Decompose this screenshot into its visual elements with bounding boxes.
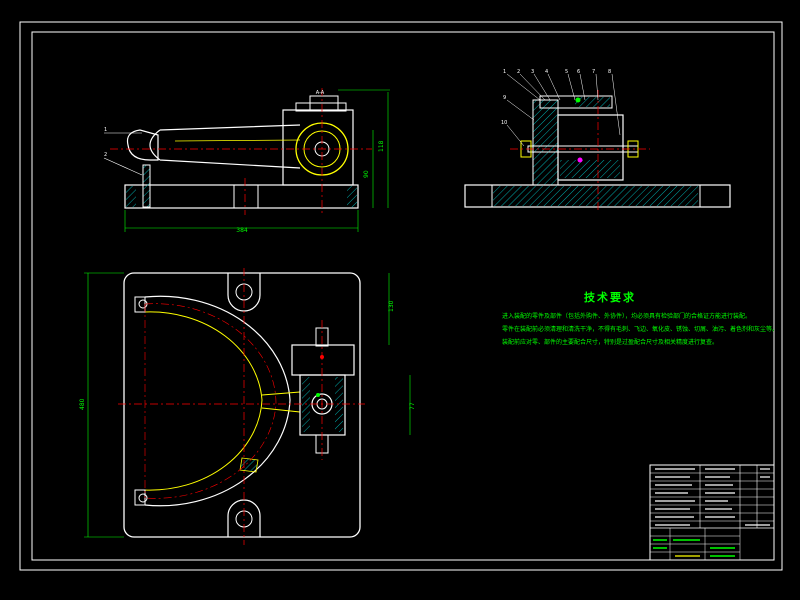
side-mark-magenta	[577, 157, 583, 163]
sheet-outer-border	[19, 21, 783, 571]
base-slot	[233, 184, 259, 209]
side-top-bar-hatch	[575, 97, 610, 107]
side-base-slot-left	[464, 184, 493, 208]
tech-requirements-title: 技术要求	[584, 291, 636, 304]
plan-base-plate	[123, 272, 361, 538]
clamp-post	[142, 164, 151, 208]
balloon-side-6: 6	[577, 69, 580, 75]
lever-arm-highlight	[174, 139, 301, 142]
plan-dim-offset-a-label: 130	[388, 300, 395, 312]
plan-pin-bottom	[138, 493, 148, 503]
tech-requirement-1: 进入装配的零件及部件（包括外购件、外协件），均必须具有检验部门的合格证方能进行装…	[502, 313, 752, 320]
sheet-inner-border	[31, 31, 775, 561]
base-hatch-right	[347, 186, 357, 207]
balloon-side-10: 10	[501, 120, 507, 126]
plan-mark-red	[320, 355, 324, 359]
title-block-scribbles	[655, 468, 770, 526]
side-balloons: 1 2 3 4 5 6 7 8 9 10	[501, 69, 621, 147]
balloon-side-4: 4	[545, 69, 548, 75]
dim-height-label-a: 118	[378, 140, 385, 152]
plan-fork-outer	[144, 295, 291, 507]
balloon-front-1: 1	[104, 127, 107, 133]
side-base-hatch	[493, 186, 698, 206]
plan-fork-inner	[144, 311, 263, 491]
plan-fork-ends-bottom	[134, 489, 146, 506]
plan-clamp-hatch	[302, 377, 310, 432]
dim-height-label-b: 90	[363, 170, 370, 178]
plan-view: 480 130 77	[79, 268, 416, 545]
dim-width-label: 384	[236, 227, 248, 234]
side-section-view: 1 2 3 4 5 6 7 8 9 10	[464, 69, 731, 210]
side-mark-green	[575, 97, 581, 103]
leader-2	[103, 157, 143, 176]
support-cap	[295, 102, 347, 112]
plan-dim-height-label: 480	[79, 398, 86, 410]
balloon-side-7: 7	[592, 69, 595, 75]
side-top-bar	[539, 95, 613, 109]
plan-fork-rib	[239, 457, 259, 473]
side-base-slot-right	[699, 184, 731, 208]
title-block	[649, 464, 775, 561]
center-mark-top: A-A	[316, 90, 325, 96]
lever-arm	[149, 124, 301, 169]
balloon-side-1: 1	[503, 69, 506, 75]
side-housing	[557, 114, 624, 181]
title-block-outer	[649, 464, 775, 561]
balloon-side-9: 9	[503, 95, 506, 101]
base-plate	[124, 184, 359, 209]
balloon-side-5: 5	[565, 69, 568, 75]
tech-requirement-3: 装配前应对零、部件的主要配合尺寸，特别是过盈配合尺寸及相关精度进行复查。	[502, 339, 719, 346]
plan-clamp-body	[291, 344, 355, 376]
title-block-green-marks	[653, 539, 735, 557]
side-housing-hatch	[560, 160, 620, 178]
side-post	[532, 99, 559, 186]
support-block	[282, 109, 354, 186]
tech-requirement-2: 零件在装配前必须清理和清洗干净，不得有毛刺、飞边、氧化皮、锈蚀、切屑、油污、着色…	[502, 326, 779, 333]
front-elevation-view: 384 118 90 A-A 1 2	[103, 88, 390, 234]
balloon-front-2: 2	[104, 152, 107, 158]
base-hatch-left	[126, 186, 136, 207]
plan-fork-ends-top	[134, 296, 146, 313]
clamp-jaw	[126, 129, 159, 161]
tech-requirements-list: 进入装配的零件及部件（包括外购件、外协件），均必须具有检验部门的合格证方能进行装…	[502, 310, 800, 349]
plan-arm	[261, 391, 301, 413]
plan-mark-green	[316, 393, 320, 397]
balloon-side-8: 8	[608, 69, 611, 75]
balloon-side-3: 3	[531, 69, 534, 75]
plan-clamp-hatch-2	[335, 377, 343, 432]
balloon-side-2: 2	[517, 69, 520, 75]
plan-dim-offset-b-label: 77	[409, 402, 416, 410]
